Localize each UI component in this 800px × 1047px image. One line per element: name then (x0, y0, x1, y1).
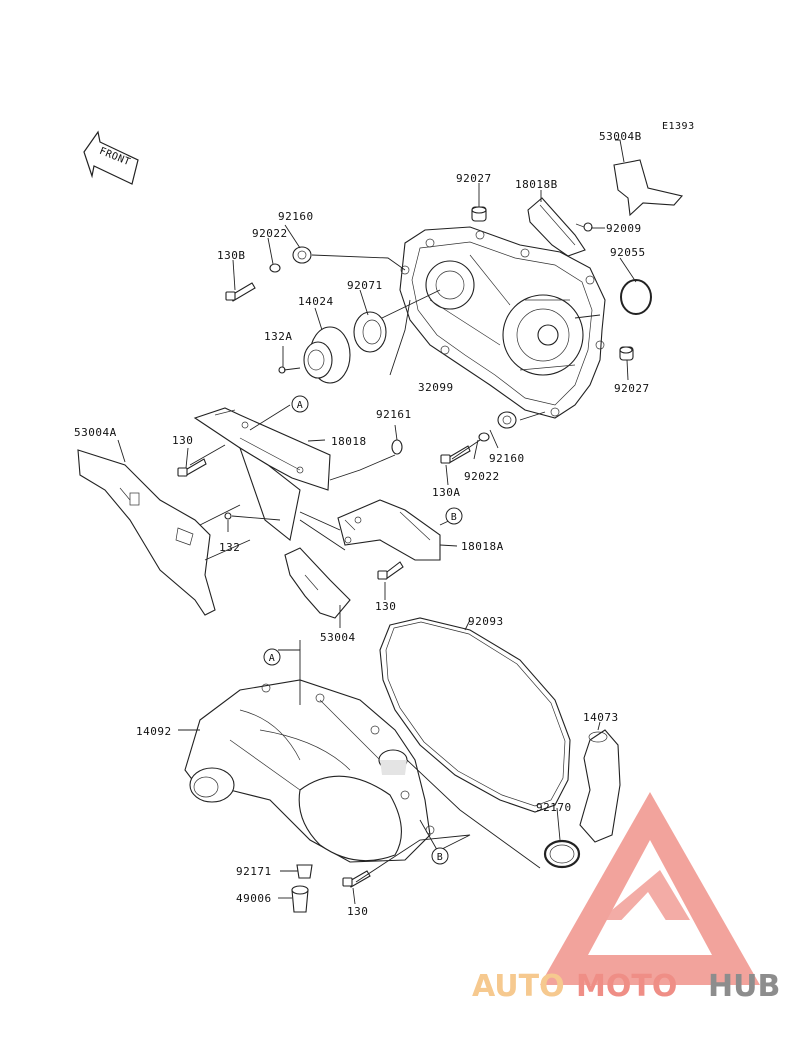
label-130-left: 130 (172, 434, 193, 447)
label-32099: 32099 (418, 381, 454, 394)
grommet-92161 (391, 439, 403, 455)
label-18018B: 18018B (515, 178, 558, 191)
outer-cover-32099 (399, 226, 606, 419)
svg-text:A: A (269, 653, 276, 664)
label-130B: 130B (217, 249, 246, 262)
bolt-130-mid (377, 561, 404, 580)
leader-lines (117, 139, 637, 905)
label-92170: 92170 (536, 801, 572, 814)
callout-B-mid: B (445, 507, 463, 525)
label-14024: 14024 (298, 295, 334, 308)
label-92022-bottom: 92022 (464, 470, 500, 483)
bolt-130-bottom (342, 870, 371, 888)
pad-53004 (284, 547, 351, 619)
callout-A-bottom: A (263, 648, 281, 666)
label-130A: 130A (432, 486, 461, 499)
label-92161: 92161 (376, 408, 412, 421)
part-labels: 53004B 18018B 92027 92009 92055 92160 92… (74, 130, 650, 918)
seal-92071 (353, 311, 387, 353)
label-53004A: 53004A (74, 426, 117, 439)
gasket-92093 (379, 617, 571, 813)
svg-text:A: A (297, 400, 304, 411)
washer-92022-top (269, 263, 281, 273)
label-18018A: 18018A (461, 540, 504, 553)
label-92027-bottom: 92027 (614, 382, 650, 395)
oring-92055 (620, 279, 652, 315)
pad-53004B (613, 159, 684, 217)
duct-14024 (303, 326, 351, 384)
label-92160-bottom: 92160 (489, 452, 525, 465)
bolt-130B (225, 282, 256, 302)
watermark-logo (540, 792, 760, 985)
label-92071: 92071 (347, 279, 383, 292)
label-53004B: 53004B (599, 130, 642, 143)
grommet-92027-top (471, 206, 487, 222)
label-92022-top: 92022 (252, 227, 288, 240)
grommet-92027-bottom (619, 346, 634, 361)
svg-text:MOTO: MOTO (576, 969, 677, 1004)
label-14073: 14073 (583, 711, 619, 724)
label-53004: 53004 (320, 631, 356, 644)
bolt-92009 (575, 222, 593, 232)
label-18018: 18018 (331, 435, 367, 448)
duct-14073 (579, 729, 621, 843)
diagram-code: E1393 (662, 121, 695, 132)
bolt-130-left (177, 458, 207, 477)
pad-53004A (77, 449, 216, 616)
label-92160-top: 92160 (278, 210, 314, 223)
label-92027-top: 92027 (456, 172, 492, 185)
watermark-text: AUTO MOTO HUB (472, 969, 780, 1004)
label-92009: 92009 (606, 222, 642, 235)
label-130-mid: 130 (375, 600, 396, 613)
label-92093: 92093 (468, 615, 504, 628)
label-132: 132 (219, 541, 240, 554)
label-14092: 14092 (136, 725, 172, 738)
clip-92171 (296, 864, 313, 879)
bolt-130A (440, 445, 471, 464)
svg-text:B: B (451, 512, 458, 523)
callout-B-bottom: B (431, 847, 449, 865)
svg-text:AUTO: AUTO (472, 969, 565, 1004)
svg-text:HUB: HUB (708, 969, 780, 1004)
label-49006: 49006 (236, 892, 272, 905)
label-132A: 132A (264, 330, 293, 343)
svg-text:B: B (437, 852, 444, 863)
label-92055: 92055 (610, 246, 646, 259)
clamp-92170 (543, 839, 581, 869)
collar-92160-top (292, 246, 312, 264)
screw-132 (224, 512, 232, 520)
washer-92022-bottom (478, 432, 490, 442)
guard-18018 (193, 407, 331, 541)
guard-18018B (527, 197, 586, 257)
label-130-bottom: 130 (347, 905, 368, 918)
label-92171: 92171 (236, 865, 272, 878)
guard-18018A (337, 499, 441, 561)
collar-92160-bottom (497, 411, 517, 429)
front-arrow-icon: FRONT (83, 130, 139, 185)
callout-A-top: A (291, 395, 309, 413)
cap-49006 (291, 885, 309, 913)
inner-cover-14092 (184, 679, 435, 863)
